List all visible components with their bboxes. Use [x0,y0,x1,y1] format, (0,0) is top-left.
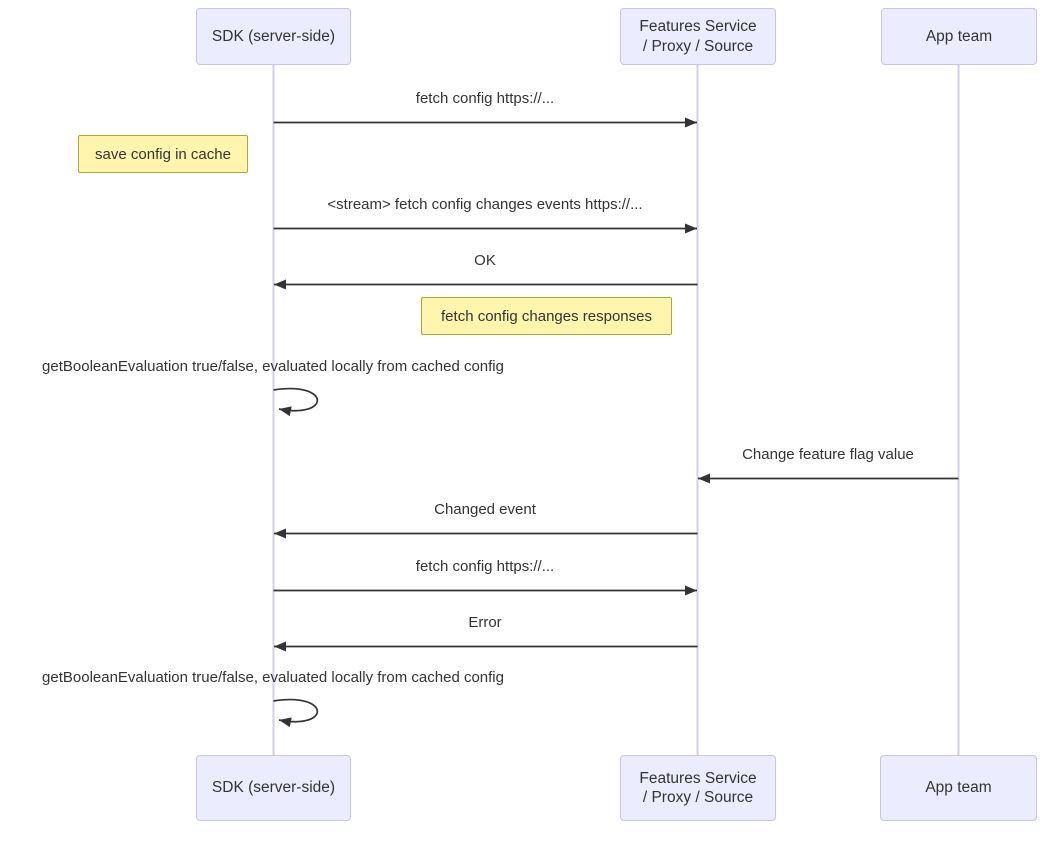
message-label-stream-fetch-config-changes: <stream> fetch config changes events htt… [327,196,643,213]
self-loop-get-boolean-evaluation-2 [273,698,319,728]
actor-app-team-bottom: App team [880,755,1037,821]
actor-app-team-label: App team [925,779,992,797]
self-loop-get-boolean-evaluation-1 [273,387,319,417]
message-label-fetch-config-1: fetch config https://... [415,90,555,107]
actor-sdk-label: SDK (server-side) [211,779,336,797]
actor-app-team-label: App team [925,27,993,45]
actor-features-top: Features Service / Proxy / Source [620,8,776,65]
actor-features-label-line1: Features Service [639,769,757,787]
actor-features-bottom: Features Service / Proxy / Source [620,755,776,821]
actor-app-team-top: App team [881,8,1037,65]
actor-sdk-label: SDK (server-side) [211,27,336,45]
note-fetch-config-changes-responses: fetch config changes responses [421,297,672,335]
message-label-error: Error [468,614,502,631]
actor-sdk-bottom: SDK (server-side) [196,755,351,821]
note-save-config-in-cache: save config in cache [78,135,248,173]
actor-sdk-top: SDK (server-side) [196,8,351,65]
actor-features-label-line2: / Proxy / Source [642,789,754,806]
message-label-change-feature-flag: Change feature flag value [742,446,914,463]
actor-features-label-line1: Features Service [639,18,757,36]
message-label-get-boolean-evaluation-1: getBooleanEvaluation true/false, evaluat… [42,358,504,375]
message-label-ok: OK [474,252,496,269]
message-label-changed-event: Changed event [434,501,536,518]
actor-features-label-line2: / Proxy / Source [642,37,754,55]
message-label-get-boolean-evaluation-2: getBooleanEvaluation true/false, evaluat… [42,669,504,686]
message-label-fetch-config-2: fetch config https://... [415,558,555,575]
